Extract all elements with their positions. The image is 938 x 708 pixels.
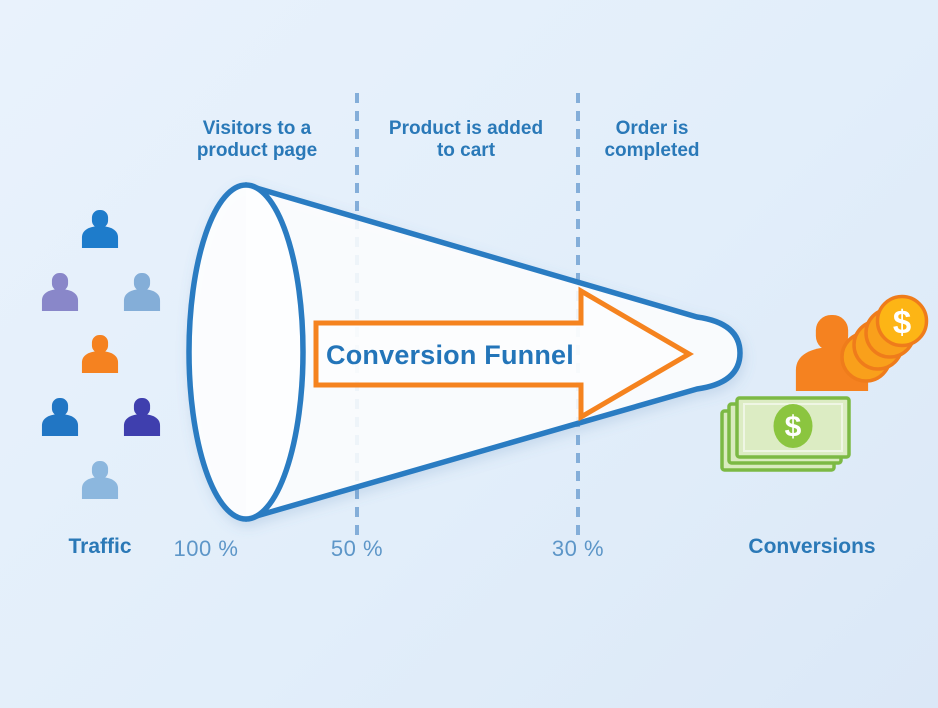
percent-label-50: 50 %: [330, 536, 384, 561]
traffic-label: Traffic: [68, 535, 132, 558]
stage-label-order: Order is completed: [604, 118, 699, 162]
conversions-label: Conversions: [748, 535, 876, 558]
user-icon: [41, 273, 79, 311]
conversions-group: $ $: [720, 294, 929, 472]
user-icon: [81, 335, 119, 373]
user-icon: [123, 273, 161, 311]
banknote-stack-icon: $: [720, 396, 851, 472]
arrow-right-icon: [313, 286, 694, 422]
stage-label-line: product page: [196, 140, 318, 161]
user-icon: [81, 461, 119, 499]
stage-label-visitors: Visitors to a product page: [197, 118, 317, 162]
stage-label-line: Visitors to a: [202, 118, 312, 139]
funnel-title: Conversion Funnel: [326, 340, 574, 370]
user-icon: [81, 210, 119, 248]
user-icon: [123, 398, 161, 436]
percent-label-30: 30 %: [551, 536, 605, 561]
user-icon: [41, 398, 79, 436]
traffic-users-group: [41, 210, 161, 499]
percent-label-100: 100 %: [173, 536, 239, 561]
stage-label-line: Product is added: [388, 118, 544, 139]
stage-label-cart: Product is added to cart: [389, 118, 543, 162]
stage-label-line: Order is: [615, 118, 689, 139]
coin-dollar-symbol: $: [893, 304, 911, 341]
banknote-dollar-symbol: $: [785, 411, 802, 444]
stage-label-line: to cart: [436, 140, 496, 161]
stage-label-line: completed: [604, 140, 700, 161]
coin-stack-icon: $: [840, 294, 929, 383]
